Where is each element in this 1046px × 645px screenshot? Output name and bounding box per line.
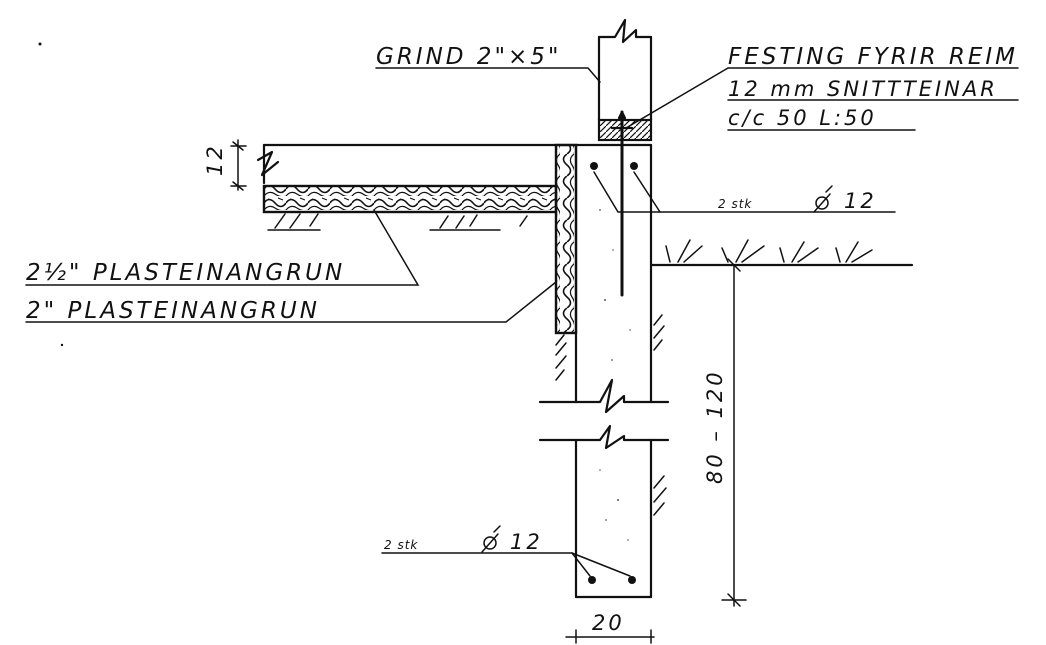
label-festing-line2: 12 mm SNITTTEINAR xyxy=(728,77,998,101)
label-dim-slab: 12 xyxy=(203,143,227,176)
soil-hatch-wall xyxy=(555,314,667,516)
foundation-wall-upper xyxy=(538,143,670,414)
grind-stud xyxy=(597,18,653,142)
label-rebar-bottom-count: 2 stk xyxy=(384,538,418,552)
dim-foundation-depth xyxy=(721,258,747,607)
foundation-wall-lower xyxy=(538,424,670,599)
label-festing-line3: c/c 50 L:50 xyxy=(728,106,877,130)
label-festing-line1: FESTING FYRIR REIM xyxy=(728,44,1018,70)
leader-lines xyxy=(25,67,1019,577)
diameter-symbol-bottom xyxy=(481,525,501,553)
label-insulation-wall: 2" PLASTEINANGRUN xyxy=(26,298,320,324)
label-rebar-bottom-size: 12 xyxy=(510,530,543,554)
anchor-bolt xyxy=(610,110,634,297)
dim-slab-thickness xyxy=(230,139,247,191)
diameter-symbol-top xyxy=(813,185,833,213)
label-dim-depth: 80 – 120 xyxy=(703,369,727,484)
label-insulation-floor: 2½" PLASTEINANGRUN xyxy=(26,260,345,286)
wall-insulation xyxy=(554,143,578,335)
label-grind: GRIND 2"×5" xyxy=(376,44,562,70)
ground-hatch-under-slab xyxy=(267,213,528,231)
dim-foundation-width xyxy=(565,629,655,644)
label-rebar-top-size: 12 xyxy=(844,189,877,213)
floor-insulation xyxy=(262,184,558,214)
floor-slab xyxy=(256,143,577,185)
label-rebar-top-count: 2 stk xyxy=(718,197,752,211)
rebar-bottom xyxy=(588,576,636,584)
concrete-speckles xyxy=(599,209,631,541)
rebar-top xyxy=(590,162,638,170)
ground-surface xyxy=(649,239,914,267)
label-dim-width: 20 xyxy=(592,611,625,635)
